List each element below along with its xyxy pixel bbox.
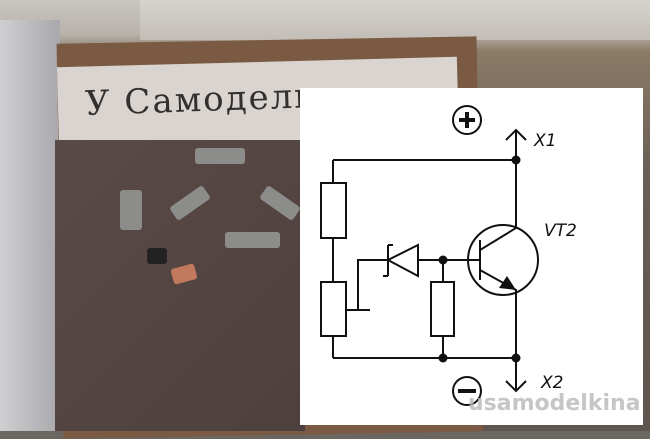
sandpaper <box>55 140 305 431</box>
transistor-vt2 <box>467 224 539 296</box>
diode-component <box>120 190 142 230</box>
workbench-strip <box>140 0 650 40</box>
potentiometer <box>320 281 347 337</box>
transistor-component <box>147 248 167 264</box>
watermark: usamodelkina.ru <box>468 391 643 416</box>
handwritten-caption: У Самоделк <box>84 75 319 125</box>
emitter-arrow <box>499 276 516 290</box>
junction-nodes <box>438 155 521 363</box>
resistor-base <box>430 281 455 337</box>
resistor-top-left <box>320 182 347 239</box>
zener-diode <box>383 243 419 278</box>
diode-component <box>225 232 280 248</box>
transistor-collector <box>479 130 517 251</box>
terminal-x2-label: X2 <box>540 373 563 393</box>
transistor-label: VT2 <box>544 221 577 241</box>
cloth <box>0 20 60 431</box>
pot-wiper <box>346 259 388 311</box>
arrow-x1 <box>505 128 527 141</box>
circuit-schematic: X1 VT2 X2 usamodelkina.ru <box>300 88 643 425</box>
arrow-x2 <box>505 380 527 393</box>
plus-terminal-icon <box>452 105 482 135</box>
diode-component <box>195 148 245 164</box>
schematic-drawing: X1 VT2 X2 usamodelkina.ru <box>320 105 643 416</box>
terminal-x1-label: X1 <box>533 131 556 151</box>
minus-terminal-icon <box>452 376 482 406</box>
